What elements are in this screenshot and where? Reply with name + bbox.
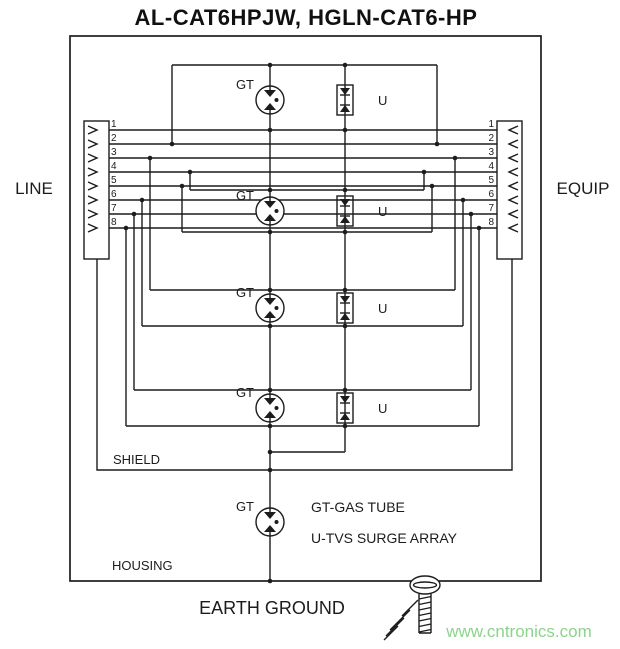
tvs-array-1: U [336,84,387,116]
tvs-label: U [378,93,387,108]
pin-number: 4 [111,161,117,172]
equip-connector-contacts-icon [507,125,519,233]
tvs-array-3: U [336,292,387,324]
pair-wires [109,129,497,229]
pin-number: 3 [111,147,117,158]
housing-label: HOUSING [112,558,173,573]
group2-loop [181,172,433,233]
equip-connector-body [496,120,523,260]
gas-tube-1: GT [236,77,285,115]
gas-tube-electrode-dot [274,520,279,524]
gas-tube-3: GT [236,285,285,323]
pin-number: 3 [488,147,494,158]
pin-number: 2 [111,133,117,144]
tvs-label: U [378,401,387,416]
shield-label: SHIELD [113,452,160,467]
gas-tube-2: GT [236,188,285,226]
earth-symbol-icon [383,599,419,641]
equip-connector [496,120,523,260]
pin-number: 7 [488,203,494,214]
gas-tube-4: GT [236,385,285,423]
diagram-title: AL-CAT6HPJW, HGLN-CAT6-HP [135,5,478,30]
gas-tube-electrode-dot [274,98,279,102]
pin-number: 8 [488,217,494,228]
group3-loop [141,158,464,327]
pin-number: 4 [488,161,494,172]
pin-number: 5 [111,175,117,186]
shield-wire [96,259,513,471]
line-connector [83,120,110,260]
group4-loop [125,214,480,427]
equip-pin-numbers: 1 2 3 4 5 6 7 8 [488,119,494,228]
tvs-array-4: U [336,392,387,424]
pin-number: 2 [488,133,494,144]
pin-number: 6 [111,189,117,200]
gas-tube-electrode-dot [274,406,279,410]
pin-number: 7 [111,203,117,214]
gas-tube-label: GT [236,385,254,400]
housing-outline [69,35,542,582]
tvs-label: U [378,204,387,219]
earth-ground-label: EARTH GROUND [199,598,345,618]
tvs-label: U [378,301,387,316]
pin-number: 5 [488,175,494,186]
gas-tube-label: GT [236,188,254,203]
group1-loop [171,64,438,144]
pin-number: 8 [111,217,117,228]
tvs-array-2: U [336,195,387,227]
gas-tube-label: GT [236,77,254,92]
pin-number: 1 [488,119,494,130]
pin-number: 1 [111,119,117,130]
equip-label: EQUIP [557,179,610,198]
line-label: LINE [15,179,53,198]
line-connector-contacts-icon [87,125,99,233]
line-connector-body [83,120,110,260]
gas-tube-electrode-dot [274,306,279,310]
legend-tvs: U-TVS SURGE ARRAY [311,530,458,546]
gas-tube-electrode-dot [274,209,279,213]
pin-number: 6 [488,189,494,200]
watermark: www.cntronics.com [445,622,591,641]
line-pin-numbers: 1 2 3 4 5 6 7 8 [111,119,117,228]
legend-gas-tube: GT-GAS TUBE [311,499,405,515]
gas-tube-label: GT [236,499,254,514]
junction-dots [123,62,482,584]
gas-tube-label: GT [236,285,254,300]
gas-tube-5: GT [236,499,285,537]
ground-screw-icon [409,575,441,634]
